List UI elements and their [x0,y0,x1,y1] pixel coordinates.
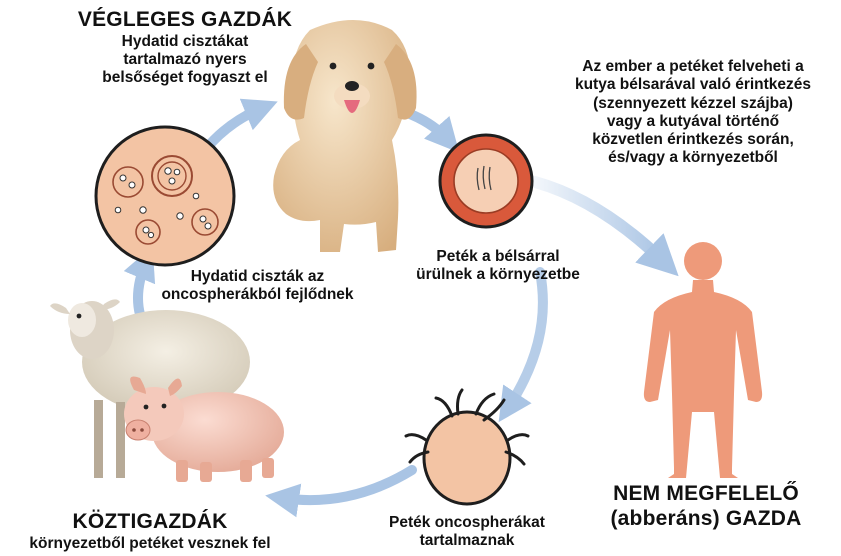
definitive-host-title: VÉGLEGES GAZDÁK [60,8,310,33]
eggs-oncospheres-line-2: tartalmaznak [362,532,572,550]
eggs-passed-label: Peték a bélsárral ürülnek a környezetbe [398,248,598,285]
intermediate-host-label: KÖZTIGAZDÁK környezetből petéket vesznek… [0,510,300,553]
cysts-develop-label: Hydatid ciszták az oncospherákból fejlőd… [150,268,365,305]
human-illustration [644,242,762,478]
aberrant-host-line-1: NEM MEGFELELŐ [586,482,826,507]
eggs-oncospheres-line-1: Peték oncospherákat [362,514,572,532]
arrow-dog-to-egg [405,112,448,140]
hydatid-cyst-illustration [96,127,234,265]
human-transmission-line-5: közvetlen érintkezés során, [548,131,838,149]
human-transmission-line-1: Az ember a petéket felveheti a [548,58,838,76]
human-transmission-line-3: (szennyezett kézzel szájba) [548,95,838,113]
definitive-host-desc-line-1: Hydatid cisztákat [60,33,310,51]
eggs-oncospheres-label: Peték oncospherákat tartalmaznak [362,514,572,551]
definitive-host-desc-line-3: belsőséget fogyaszt el [60,69,310,87]
definitive-host-desc-line-2: tartalmazó nyers [60,51,310,69]
intermediate-host-title: KÖZTIGAZDÁK [0,510,300,535]
cysts-develop-line-2: oncospherákból fejlődnek [150,286,365,304]
human-transmission-line-4: vagy a kutyával történő [548,113,838,131]
eggs-passed-line-1: Peték a bélsárral [398,248,598,266]
human-transmission-line-2: kutya bélsarával való érintkezés [548,76,838,94]
arrow-cyst-to-dog [205,108,262,150]
definitive-host-label: VÉGLEGES GAZDÁK Hydatid cisztákat tartal… [60,8,310,88]
cysts-develop-line-1: Hydatid ciszták az [150,268,365,286]
egg-illustration [440,135,532,227]
arrow-oncosphere-to-animals [282,470,412,500]
aberrant-host-line-2: (abberáns) GAZDA [586,507,826,532]
intermediate-host-subtitle: környezetből petéket vesznek fel [0,535,300,553]
human-transmission-line-6: és/vagy a környezetből [548,149,838,167]
eggs-passed-line-2: ürülnek a környezetbe [398,266,598,284]
human-transmission-label: Az ember a petéket felveheti a kutya bél… [548,58,838,168]
aberrant-host-label: NEM MEGFELELŐ (abberáns) GAZDA [586,482,826,532]
arrow-egg-to-oncosphere [508,272,543,408]
